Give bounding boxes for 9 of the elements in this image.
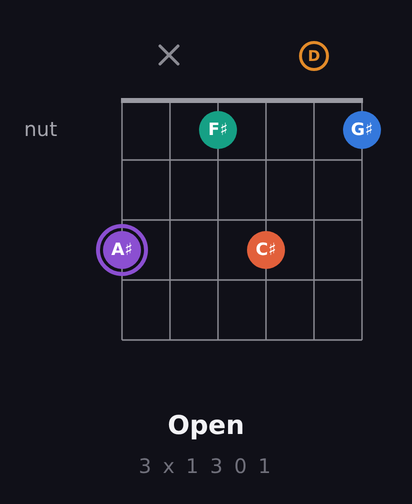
open-string-marker xyxy=(299,41,329,71)
chord-title: Open xyxy=(168,413,244,439)
nut-label: nut xyxy=(24,119,58,139)
note-label: G♯ xyxy=(350,122,374,138)
note-label: C♯ xyxy=(256,242,276,258)
note-label: F♯ xyxy=(208,122,228,138)
fingering-text: 3 x 1 3 0 1 xyxy=(138,456,274,476)
note-label: D xyxy=(308,48,320,64)
note-label: A♯ xyxy=(111,242,133,258)
